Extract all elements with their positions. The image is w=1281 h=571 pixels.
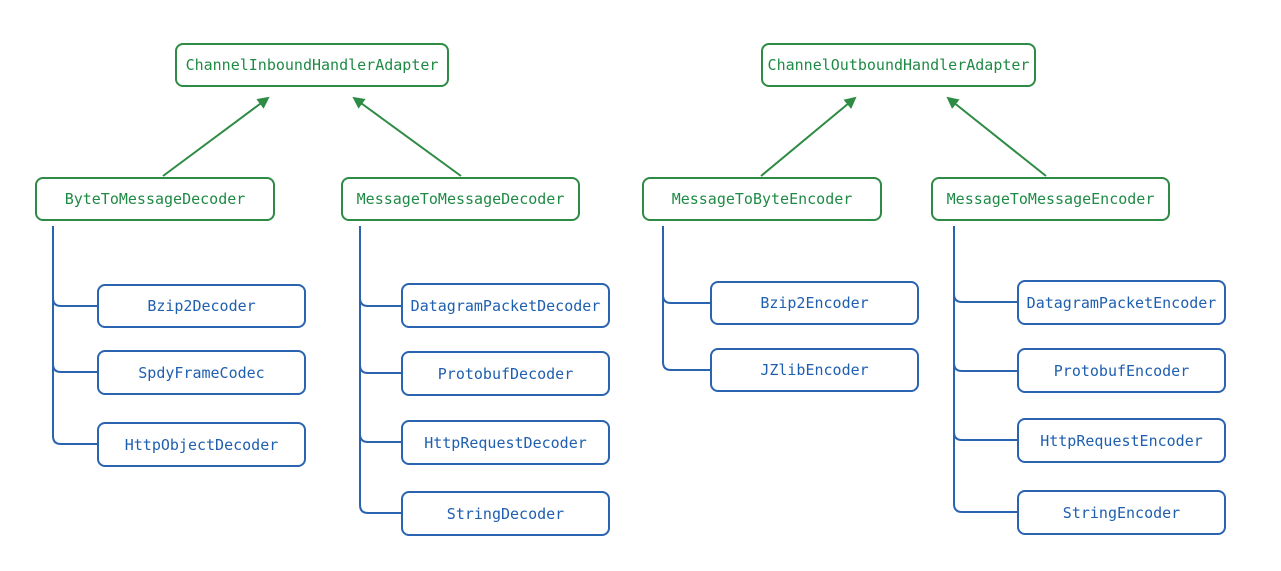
- node-stringencoder: StringEncoder: [1017, 490, 1226, 535]
- tree-connector-messagetomessagedecoder: [359, 226, 401, 514]
- node-messagetomessageencoder: MessageToMessageEncoder: [931, 177, 1170, 221]
- arrow-bytetomessagedecoder-to-inbound: [162, 96, 270, 177]
- node-messagetomessagedecoder: MessageToMessageDecoder: [341, 177, 580, 221]
- node-bzip2decoder: Bzip2Decoder: [97, 284, 306, 328]
- node-channelinboundhandleradapter: ChannelInboundHandlerAdapter: [175, 43, 449, 87]
- node-messagetobyteencoder: MessageToByteEncoder: [642, 177, 882, 221]
- node-httprequestencoder: HttpRequestEncoder: [1017, 418, 1226, 463]
- node-bzip2encoder: Bzip2Encoder: [710, 281, 919, 325]
- node-bytetomessagedecoder: ByteToMessageDecoder: [35, 177, 275, 221]
- node-protobufencoder: ProtobufEncoder: [1017, 348, 1226, 393]
- tree-connector-bytetomessagedecoder: [52, 226, 97, 445]
- node-channeloutboundhandleradapter: ChannelOutboundHandlerAdapter: [761, 43, 1036, 87]
- arrow-messagetomessageencoder-to-outbound: [946, 96, 1047, 177]
- node-httprequestdecoder: HttpRequestDecoder: [401, 420, 610, 465]
- arrow-messagetobyteencoder-to-outbound: [760, 96, 857, 177]
- node-datagrampacketencoder: DatagramPacketEncoder: [1017, 280, 1226, 325]
- node-spdyframecodec: SpdyFrameCodec: [97, 350, 306, 395]
- node-protobufdecoder: ProtobufDecoder: [401, 351, 610, 396]
- node-stringdecoder: StringDecoder: [401, 491, 610, 536]
- tree-connector-messagetomessageencoder: [953, 226, 1017, 513]
- node-datagrampacketdecoder: DatagramPacketDecoder: [401, 283, 610, 328]
- tree-connector-messagetobyteencoder: [662, 226, 710, 371]
- arrow-messagetomessagedecoder-to-inbound: [352, 96, 462, 177]
- node-jzlibencoder: JZlibEncoder: [710, 348, 919, 392]
- node-httpobjectdecoder: HttpObjectDecoder: [97, 422, 306, 467]
